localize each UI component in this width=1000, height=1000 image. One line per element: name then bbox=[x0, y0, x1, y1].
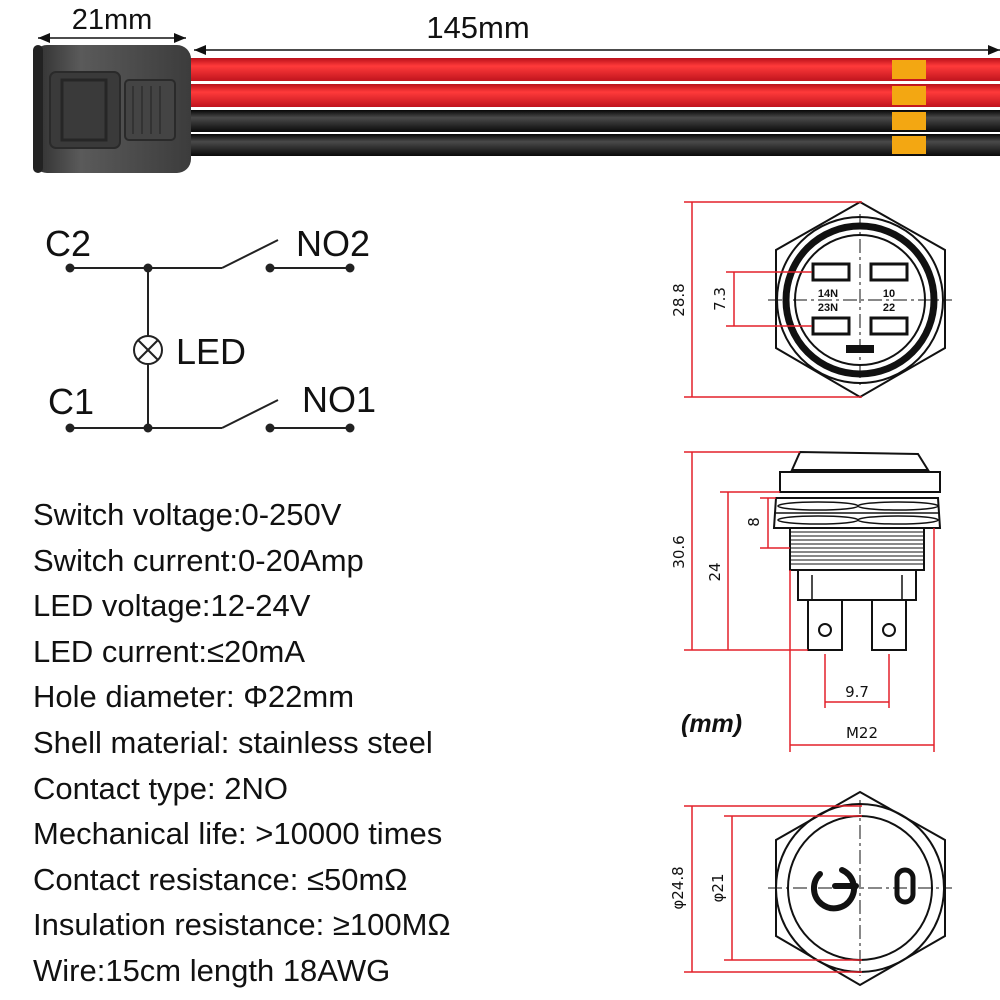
svg-text:23N: 23N bbox=[818, 302, 838, 314]
wire-length-label: 145mm bbox=[426, 10, 529, 45]
thread-label: M22 bbox=[846, 724, 878, 742]
heat-shrink-sleeve bbox=[892, 86, 926, 105]
spec-contact-type: Contact type: 2NO bbox=[33, 770, 289, 806]
label-no2: NO2 bbox=[296, 223, 370, 264]
terminal-pitch-label: 7.3 bbox=[711, 287, 729, 311]
front-view-dimensions bbox=[684, 805, 862, 973]
spec-led-voltage: LED voltage:12-24V bbox=[33, 588, 311, 624]
black-wire bbox=[185, 110, 1000, 132]
red-wire bbox=[185, 58, 1000, 81]
spec-switch-voltage: Switch voltage:0-250V bbox=[33, 497, 342, 532]
connector-length-label: 21mm bbox=[72, 4, 153, 36]
led-lamp-symbol bbox=[133, 335, 163, 365]
label-led: LED bbox=[176, 331, 246, 372]
label-c2: C2 bbox=[45, 223, 91, 264]
spec-insulation-resistance: Insulation resistance: ≥100MΩ bbox=[33, 907, 451, 943]
black-wire bbox=[185, 134, 1000, 156]
side-view-dimensions bbox=[684, 451, 935, 752]
schematic-labels: C2 NO2 LED C1 NO1 bbox=[45, 223, 376, 422]
label-no1: NO1 bbox=[302, 379, 376, 420]
heat-shrink-sleeve bbox=[892, 136, 926, 154]
side-view-drawing bbox=[772, 450, 942, 651]
terminal-pitch-dimension bbox=[726, 271, 812, 327]
wires bbox=[185, 58, 1000, 156]
spec-hole-diameter: Hole diameter: Φ22mm bbox=[33, 679, 355, 715]
side-head-height-label: 8 bbox=[745, 517, 763, 527]
svg-text:22: 22 bbox=[883, 302, 895, 314]
svg-text:10: 10 bbox=[883, 288, 895, 300]
back-view-height-dimension bbox=[684, 201, 862, 398]
spec-contact-resistance: Contact resistance: ≤50mΩ bbox=[33, 861, 408, 897]
connector-length-dimension: 21mm bbox=[38, 4, 186, 43]
outer-diameter-label: φ24.8 bbox=[669, 866, 687, 909]
wire-length-dimension: 145mm bbox=[194, 10, 1000, 55]
schematic-nodes bbox=[65, 263, 355, 433]
side-body-height-label: 24 bbox=[706, 562, 724, 581]
red-wire bbox=[185, 84, 1000, 107]
spec-led-current: LED current:≤20mA bbox=[33, 633, 306, 669]
front-view-drawing bbox=[768, 790, 952, 987]
wire-harness: 21mm 145mm bbox=[33, 4, 1000, 173]
power-symbol-icon bbox=[811, 867, 859, 912]
terminal-pads bbox=[811, 262, 909, 353]
connector-body bbox=[33, 45, 191, 173]
back-height-label: 28.8 bbox=[670, 283, 688, 316]
spec-wire: Wire:15cm length 18AWG bbox=[33, 952, 391, 988]
spec-mechanical-life: Mechanical life: >10000 times bbox=[33, 816, 443, 852]
back-view-drawing: 14N 23N 10 22 28.8 7.3 bbox=[670, 200, 952, 399]
label-c1: C1 bbox=[48, 381, 94, 422]
inner-diameter-label: φ21 bbox=[709, 874, 727, 903]
specifications-list: Switch voltage:0-250V Switch current:0-2… bbox=[33, 492, 593, 994]
indicator-zero-symbol bbox=[894, 867, 916, 905]
spec-shell-material: Shell material: stainless steel bbox=[33, 724, 433, 760]
heat-shrink-sleeves bbox=[892, 60, 926, 154]
unit-note: (mm) bbox=[681, 710, 743, 738]
heat-shrink-sleeve bbox=[892, 112, 926, 130]
spec-switch-current: Switch current:0-20Amp bbox=[33, 542, 364, 578]
side-total-height-label: 30.6 bbox=[670, 535, 688, 568]
svg-text:14N: 14N bbox=[818, 288, 838, 300]
terminal-markings: 14N 23N 10 22 bbox=[818, 288, 895, 314]
heat-shrink-sleeve bbox=[892, 60, 926, 79]
terminal-spacing-label: 9.7 bbox=[845, 683, 869, 701]
